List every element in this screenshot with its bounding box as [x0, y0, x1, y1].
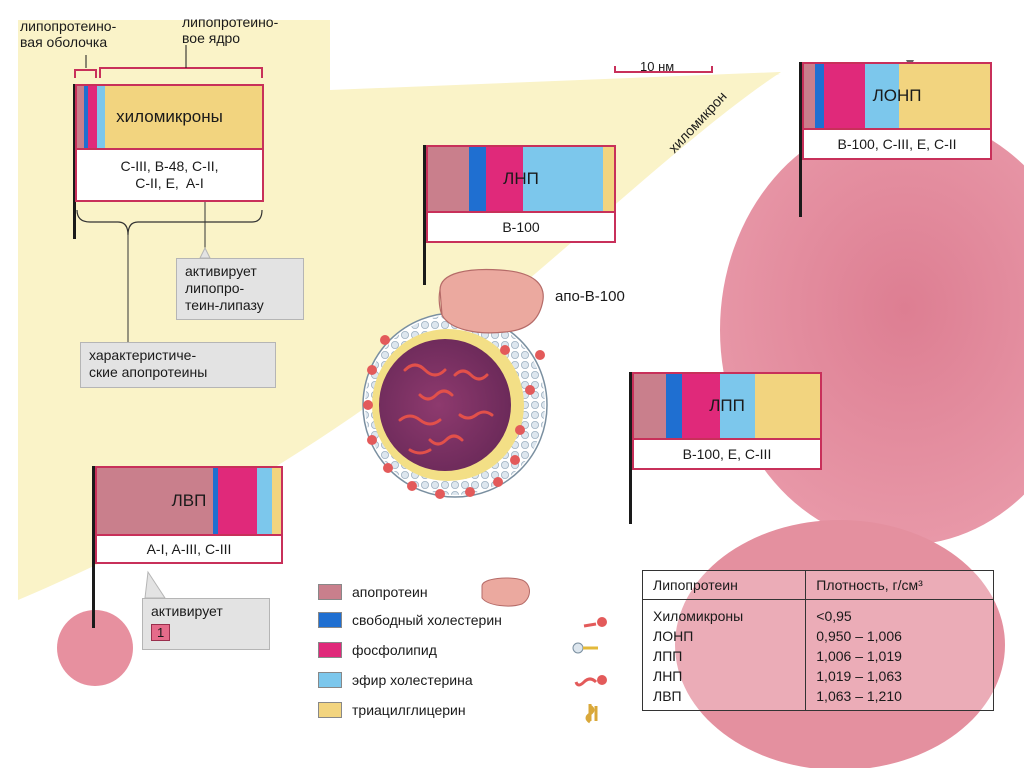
ldl-apoproteins: B-100	[426, 213, 616, 243]
composition-segment	[522, 147, 603, 211]
composition-segment	[754, 374, 820, 438]
hdl-flag-pole	[92, 466, 95, 628]
density-cell-value: 1,063 – 1,210	[805, 686, 994, 711]
apo-b100-label: апо-B-100	[555, 288, 625, 305]
legend-swatch	[318, 642, 342, 658]
composition-segment	[602, 147, 614, 211]
density-table: Липопротеин Плотность, г/см³ Хиломикроны…	[641, 570, 994, 711]
idl-flag: ЛПП	[632, 372, 822, 440]
hdl-apoproteins: A-I, A-III, C-III	[95, 536, 283, 564]
legend-label: фосфолипид	[352, 642, 437, 658]
density-cell-value: 0,950 – 1,006	[805, 626, 994, 646]
activates-lpl-callout: активирует липопро- теин-липазу	[176, 258, 304, 320]
density-cell-name: Хиломикроны	[641, 599, 807, 626]
density-cell-value: <0,95	[805, 599, 994, 626]
legend-item-phospholipid: фосфолипид	[318, 642, 437, 658]
composition-segment	[77, 86, 85, 148]
apoprotein-blob-icon	[481, 577, 530, 607]
composition-segment	[104, 86, 262, 148]
legend-label: триацилглицерин	[352, 702, 466, 718]
legend-swatch	[318, 612, 342, 628]
chylomicron-flag: хиломикроны	[75, 84, 264, 150]
phospholipid-molecule-icon	[572, 642, 598, 654]
vldl-apoproteins: B-100, C-III, E, C-II	[802, 130, 992, 160]
legend-icons	[481, 577, 607, 724]
legend-label: эфир холестерина	[352, 672, 473, 688]
density-cell-name: ЛВП	[641, 686, 807, 711]
composition-segment	[719, 374, 755, 438]
vldl-large-sphere	[720, 115, 1024, 545]
composition-segment	[865, 64, 899, 128]
cholesterol-molecule-icon	[583, 617, 607, 628]
composition-segment	[97, 86, 105, 148]
composition-segment	[898, 64, 990, 128]
composition-segment	[218, 468, 258, 534]
table-row: Хиломикроны<0,95	[641, 599, 994, 626]
ldl-flag-pole	[423, 145, 426, 285]
legend-item-apoprotein: апопротеин	[318, 584, 428, 600]
composition-segment	[257, 468, 272, 534]
legend-item-free-cholesterol: свободный холестерин	[318, 612, 502, 628]
composition-segment	[88, 86, 98, 148]
chylomicron-flag-pole	[73, 84, 76, 239]
core-label: липопротеино- вое ядро	[182, 14, 279, 47]
vldl-flag: ЛОНП	[802, 62, 992, 130]
composition-segment	[804, 64, 816, 128]
scale-label: 10 нм	[640, 59, 675, 74]
density-header-lipoprotein: Липопротеин	[641, 570, 807, 600]
density-cell-name: ЛНП	[641, 666, 807, 686]
activates-text: активирует	[151, 603, 223, 619]
composition-segment	[824, 64, 866, 128]
legend-swatch	[318, 702, 342, 718]
composition-segment	[271, 468, 281, 534]
legend-label: апопротеин	[352, 584, 428, 600]
characteristic-apoproteins-callout: характеристиче- ские апопротеины	[80, 342, 276, 388]
chylomicron-apoproteins: C-III, B-48, C-II, C-II, E, A-I	[75, 150, 264, 202]
density-table-header: Липопротеин Плотность, г/см³	[641, 570, 994, 600]
hdl-flag: ЛВП	[95, 466, 283, 536]
legend-label: свободный холестерин	[352, 612, 502, 628]
density-header-density: Плотность, г/см³	[805, 570, 994, 600]
ldl-particle-cross-section-icon	[362, 268, 548, 499]
hdl-small-sphere	[57, 610, 133, 686]
lonp-name-label: ЛОНП	[872, 86, 922, 105]
composition-segment	[485, 147, 523, 211]
ldl-flag: ЛНП	[426, 145, 616, 213]
composition-segment	[634, 374, 666, 438]
density-cell-name: ЛОНП	[641, 626, 807, 646]
composition-segment	[665, 374, 683, 438]
lpp-name-label: ЛПП	[709, 396, 745, 415]
idl-apoproteins: B-100, E, C-III	[632, 440, 822, 470]
legend-swatch	[318, 672, 342, 688]
lnp-name-label: ЛНП	[503, 169, 539, 188]
composition-segment	[468, 147, 486, 211]
lvp-name-label: ЛВП	[171, 491, 207, 510]
composition-segment	[682, 374, 720, 438]
legend-item-cholesterol-ester: эфир холестерина	[318, 672, 473, 688]
activates-number-badge: 1	[151, 623, 171, 642]
cholesterol-ester-molecule-icon	[574, 675, 607, 687]
legend-item-triacylglycerol: триацилглицерин	[318, 702, 466, 718]
composition-segment	[815, 64, 825, 128]
triacylglycerol-molecule-icon	[585, 704, 598, 724]
legend-swatch	[318, 584, 342, 600]
composition-segment	[212, 468, 219, 534]
composition-segment	[84, 86, 89, 148]
composition-segment	[97, 468, 213, 534]
density-cell-value: 1,019 – 1,063	[805, 666, 994, 686]
vldl-flag-pole	[799, 62, 802, 217]
chylo-name-label: хиломикроны	[116, 107, 223, 126]
idl-flag-pole	[629, 372, 632, 524]
density-cell-value: 1,006 – 1,019	[805, 646, 994, 666]
shell-label: липопротеино- вая оболочка	[20, 18, 117, 51]
density-cell-name: ЛПП	[641, 646, 807, 666]
composition-segment	[428, 147, 469, 211]
activates-callout: активирует 1	[142, 598, 270, 650]
